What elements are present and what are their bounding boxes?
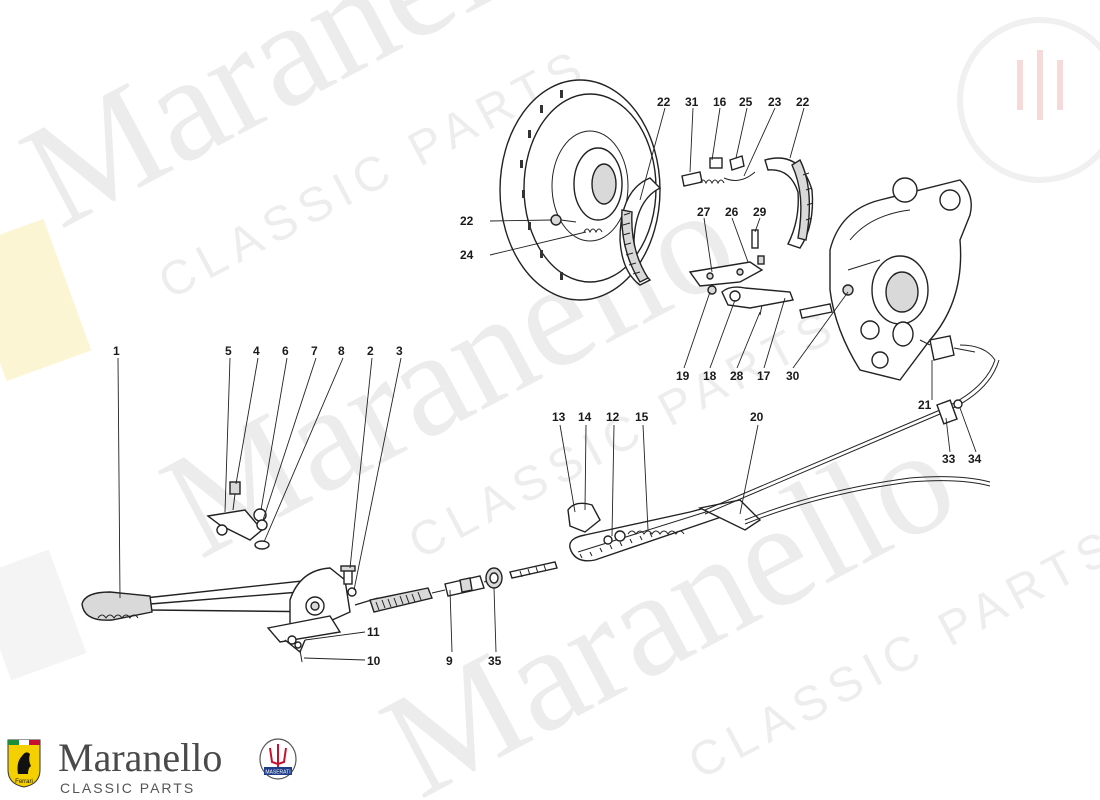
callout-7: 7: [311, 344, 318, 358]
leader-lines: [117, 107, 977, 661]
callout-11: 11: [367, 625, 380, 639]
callout-5: 5: [225, 344, 232, 358]
callout-22-left: 22: [657, 95, 671, 109]
callout-30: 29: [753, 205, 767, 219]
handbrake-lever: [81, 565, 357, 663]
callout-21: 21: [918, 398, 932, 412]
callout-14: 14: [578, 410, 592, 424]
brake-shoe-left: [619, 177, 662, 286]
callout-1: 1: [113, 344, 120, 358]
brand-footer: Ferrari Maranello CLASSIC PARTS MASERATI: [6, 736, 306, 796]
callout-27: 26: [725, 205, 739, 219]
callout-31: 30: [786, 369, 800, 383]
callout-28: 27: [697, 205, 711, 219]
ferrari-watermark-logo: [0, 549, 87, 681]
callout-2: 2: [367, 344, 374, 358]
callout-12: 12: [606, 410, 620, 424]
callout-17: 17: [757, 369, 771, 383]
callout-26: 25: [739, 95, 753, 109]
callout-8: 8: [338, 344, 345, 358]
callout-29: 28: [730, 369, 744, 383]
maserati-trident-icon: MASERATI: [259, 738, 297, 780]
callout-18: 18: [703, 369, 717, 383]
trident-watermark-icon: [1017, 50, 1063, 120]
maserati-watermark-logo: [957, 17, 1100, 183]
brand-subtitle: CLASSIC PARTS: [60, 780, 196, 796]
callout-labels: 1 5 4 6 7 8 2 3 11 10 9 35 13 14 12 15 2…: [113, 95, 982, 668]
cable-adjuster: [354, 561, 558, 613]
lever-hardware: [206, 481, 270, 550]
callout-13: 13: [552, 410, 566, 424]
callout-15: 15: [635, 410, 649, 424]
parking-brake-lever-mechanism: [688, 229, 833, 319]
badge-text: MASERATI: [265, 770, 290, 776]
callout-19: 19: [676, 369, 690, 383]
callout-32: 31: [685, 95, 699, 109]
callout-25: 24: [460, 248, 474, 262]
callout-23: 22: [460, 214, 474, 228]
callout-20: 20: [750, 410, 764, 424]
callout-33: 33: [942, 452, 956, 466]
brake-shoe-right: [764, 157, 814, 249]
callout-16: 16: [713, 95, 727, 109]
shield-text: Ferrari: [15, 779, 33, 785]
callout-3: 3: [396, 344, 403, 358]
shoe-hardware: [550, 155, 756, 234]
ferrari-watermark-logo: [0, 218, 92, 382]
callout-4: 4: [253, 344, 260, 358]
brand-name: Maranello: [58, 735, 223, 780]
ferrari-shield-icon: Ferrari: [7, 739, 41, 788]
callout-10: 10: [367, 654, 381, 668]
hub-carrier: [829, 177, 976, 381]
rear-cables: [704, 344, 1000, 525]
callout-22-right: 22: [796, 95, 810, 109]
callout-34: 34: [968, 452, 982, 466]
callout-24: 23: [768, 95, 782, 109]
callout-9: 9: [446, 654, 453, 668]
callout-35: 35: [488, 654, 502, 668]
callout-6: 6: [282, 344, 289, 358]
